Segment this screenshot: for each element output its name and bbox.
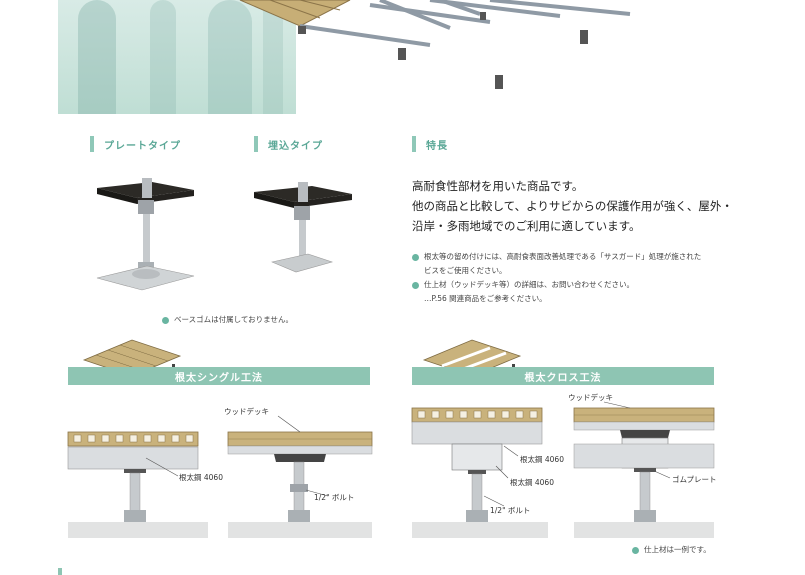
joist-label-2a: 根太鋼 4060 bbox=[520, 454, 564, 464]
features-line-2: 他の商品と比較して、よりサビからの保護作用が強く、屋外・ bbox=[412, 199, 733, 213]
heading-features: 特長 bbox=[412, 136, 448, 152]
note-2-line-2: …P.56 関連商品をご参考ください。 bbox=[424, 294, 547, 303]
note-1-line-1: 根太等の留め付けには、高耐食表面改善処理である「サスガード」処理が施された bbox=[424, 252, 702, 261]
single-method-band: 根太シングル工法 bbox=[68, 367, 370, 385]
single-method-diagram: 根太鋼 4060 ウッドデッキ 1/2" ボルト bbox=[67, 406, 373, 538]
heading-bar bbox=[90, 136, 94, 152]
deck-frame-illustration bbox=[239, 0, 631, 89]
heading-bar bbox=[254, 136, 258, 152]
cross-method-band: 根太クロス工法 bbox=[412, 367, 714, 385]
bolt-label-1: 1/2" ボルト bbox=[314, 493, 354, 502]
features-line-1: 高耐食性部材を用いた商品です。 bbox=[412, 179, 584, 193]
bullet-dot bbox=[412, 281, 419, 289]
forest-photo bbox=[58, 0, 296, 114]
features-description: 高耐食性部材を用いた商品です。 他の商品と比較して、よりサビからの保護作用が強く… bbox=[412, 176, 772, 236]
note-1-line-2: ビスをご使用ください。 bbox=[424, 266, 507, 275]
heading-plate-type-label: プレートタイプ bbox=[104, 140, 181, 152]
bullet-dot bbox=[412, 253, 419, 261]
features-notes: 根太等の留め付けには、高耐食表面改善処理である「サスガード」処理が施された ビス… bbox=[412, 250, 772, 306]
single-method-title: 根太シングル工法 bbox=[175, 372, 263, 384]
bullet-dot bbox=[162, 316, 169, 324]
bullet-dot bbox=[632, 546, 639, 554]
heading-plate-type: プレートタイプ bbox=[90, 136, 181, 152]
note-2: 仕上材（ウッドデッキ等）の詳細は、お問い合わせください。 bbox=[412, 278, 772, 292]
wood-deck-label-2: ウッドデッキ bbox=[568, 392, 613, 402]
joist-label-2b: 根太鋼 4060 bbox=[510, 477, 554, 487]
heading-features-label: 特長 bbox=[426, 140, 448, 152]
rubber-plate-label: ゴムプレート bbox=[672, 474, 717, 484]
cross-method-title: 根太クロス工法 bbox=[524, 372, 602, 384]
heading-embed-type-label: 埋込タイプ bbox=[268, 140, 323, 152]
bottom-section-marker bbox=[58, 568, 62, 575]
note-1: 根太等の留め付けには、高耐食表面改善処理である「サスガード」処理が施された bbox=[412, 250, 772, 264]
note-2-line-1: 仕上材（ウッドデッキ等）の詳細は、お問い合わせください。 bbox=[424, 280, 634, 289]
finish-example-note-text: 仕上材は一例です。 bbox=[644, 545, 711, 554]
features-line-3: 沿岸・多雨地域でのご利用に適しています。 bbox=[412, 219, 641, 233]
bolt-label-2: 1/2" ボルト bbox=[490, 506, 530, 515]
cross-method-diagram: 根太鋼 4060 根太鋼 4060 1/2" ボルト ウッドデッキ ゴムプレート bbox=[411, 392, 717, 538]
joist-label-1: 根太鋼 4060 bbox=[179, 472, 223, 482]
base-rubber-note-text: ベースゴムは付属しておりません。 bbox=[174, 315, 293, 324]
embed-type-product-image bbox=[254, 182, 352, 273]
plate-type-product-image bbox=[96, 178, 195, 291]
wood-deck-label-1: ウッドデッキ bbox=[224, 406, 269, 416]
finish-example-note: 仕上材は一例です。 bbox=[632, 543, 711, 557]
heading-bar bbox=[412, 136, 416, 152]
heading-embed-type: 埋込タイプ bbox=[254, 136, 323, 152]
base-rubber-note: ベースゴムは付属しておりません。 bbox=[162, 313, 293, 327]
